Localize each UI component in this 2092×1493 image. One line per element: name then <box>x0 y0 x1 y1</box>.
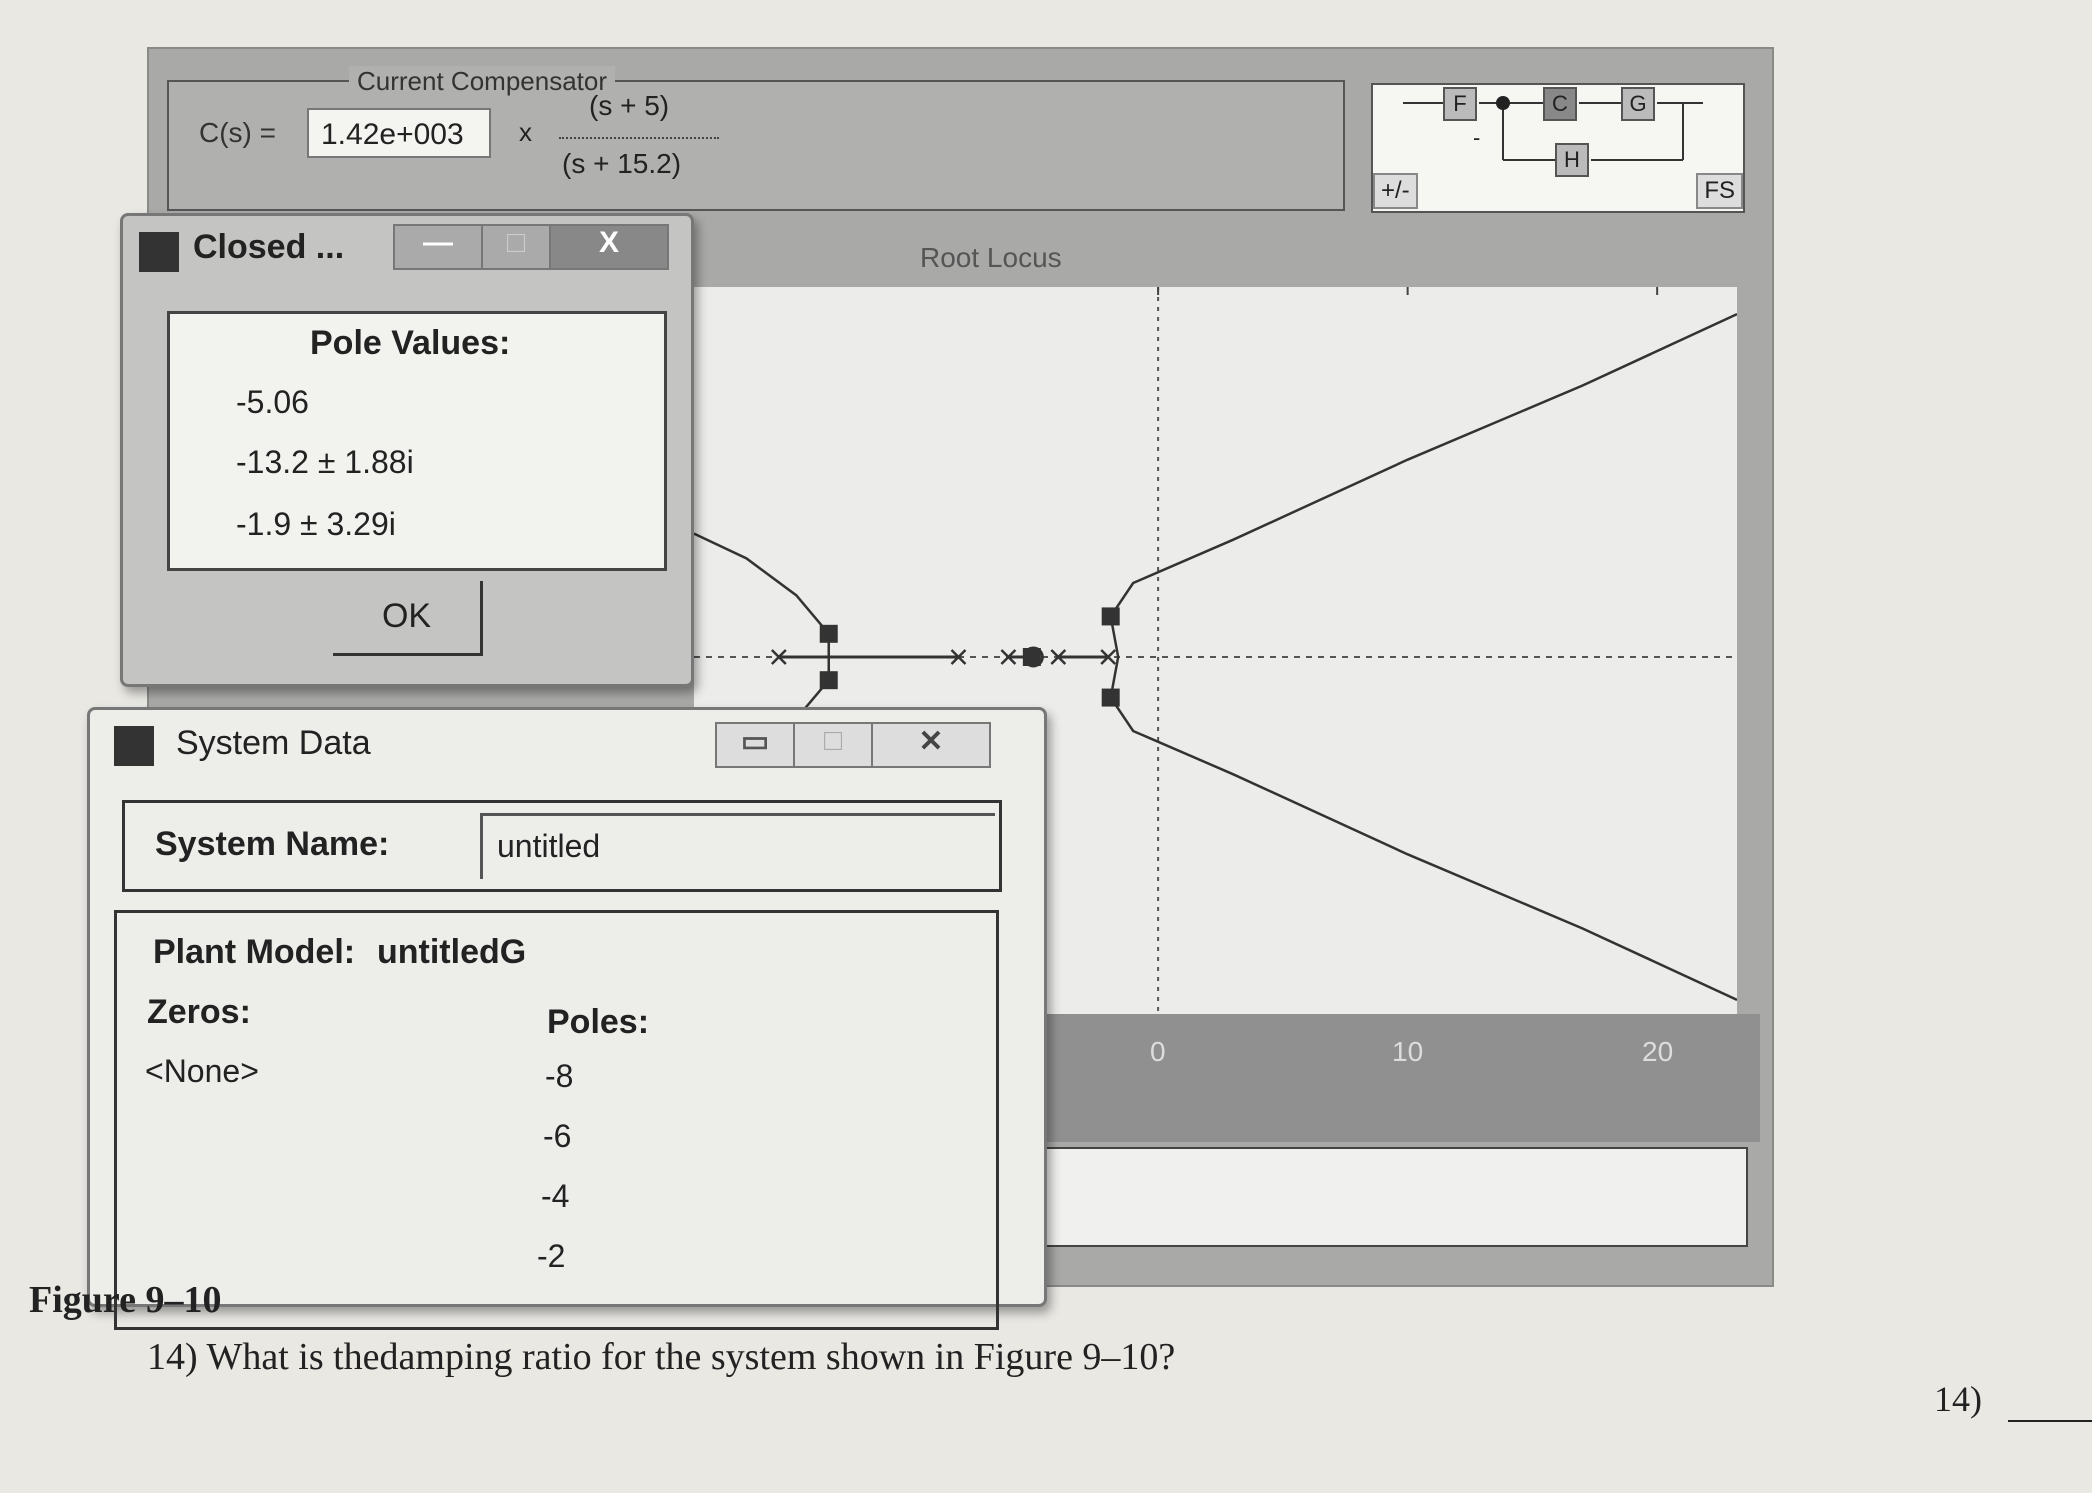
question-text: 14) What is thedamping ratio for the sys… <box>147 1336 1176 1378</box>
system-name-input[interactable]: untitled <box>480 813 995 879</box>
plant-model-value: untitledG <box>377 933 527 971</box>
locus-branch <box>1109 656 1737 1002</box>
block-g[interactable]: G <box>1621 87 1655 121</box>
figure-caption: Figure 9–10 <box>29 1279 222 1321</box>
cs-label: C(s) = <box>199 117 276 148</box>
pole-value: -1.9 ± 3.29i <box>236 506 396 542</box>
closed-loop-pole-marker <box>1022 648 1041 666</box>
closed-loop-pole-marker <box>1101 688 1120 707</box>
current-compensator-panel: Current Compensator C(s) = 1.42e+003 x (… <box>167 66 1345 211</box>
poles-label: Poles: <box>547 1003 650 1041</box>
pole-value: -2 <box>537 1238 566 1274</box>
dialog-title: System Data <box>176 724 371 762</box>
matlab-icon <box>114 726 154 766</box>
pole-value: -8 <box>545 1058 574 1094</box>
zero-value: <None> <box>145 1053 259 1089</box>
minimize-button[interactable]: ▭ <box>715 722 795 768</box>
plot-title: Root Locus <box>920 242 1062 273</box>
open-loop-pole-marker <box>770 649 787 665</box>
system-name-row: System Name: untitled <box>122 800 1002 892</box>
answer-blank[interactable] <box>2008 1420 2092 1422</box>
ok-button[interactable]: OK <box>333 581 483 656</box>
close-button[interactable]: X <box>549 224 669 270</box>
x-tick-label: 20 <box>1642 1036 1674 1067</box>
system-name-label: System Name: <box>155 825 390 863</box>
plant-model-panel: Plant Model: untitledG Zeros: Poles: <No… <box>114 910 999 1330</box>
diagram-wires <box>1403 96 1703 161</box>
numerator[interactable]: (s + 5) <box>589 90 670 121</box>
dialog-title: Closed ... <box>193 228 345 266</box>
answer-number: 14) <box>1934 1379 1982 1419</box>
fs-button[interactable]: FS <box>1696 173 1743 209</box>
maximize-button[interactable]: □ <box>793 722 873 768</box>
close-button[interactable]: ✕ <box>871 722 991 768</box>
block-f[interactable]: F <box>1443 87 1477 121</box>
pole-value: -5.06 <box>236 384 309 420</box>
block-diagram: F C G H - +/- FS <box>1371 83 1745 213</box>
open-loop-pole-marker <box>1050 649 1067 665</box>
pole-value: -13.2 ± 1.88i <box>236 444 414 480</box>
pole-values-panel: Pole Values: -5.06 -13.2 ± 1.88i -1.9 ± … <box>167 311 667 571</box>
pole-value: -4 <box>541 1178 570 1214</box>
pole-values-heading: Pole Values: <box>310 324 511 362</box>
status-box <box>1000 1147 1748 1247</box>
block-h[interactable]: H <box>1555 143 1589 177</box>
open-loop-pole-marker <box>1000 649 1017 665</box>
plot-bottom-strip <box>1000 1014 1760 1142</box>
zeros-label: Zeros: <box>147 993 251 1031</box>
compensator-legend: Current Compensator <box>349 66 615 97</box>
closed-loop-pole-marker <box>819 624 838 643</box>
x-tick-label: 0 <box>1150 1036 1166 1067</box>
times-sign: x <box>519 117 532 147</box>
minus-sign: - <box>1473 125 1481 150</box>
fraction-bar <box>559 137 719 139</box>
maximize-button[interactable]: □ <box>481 224 551 270</box>
system-data-dialog: System Data ▭ □ ✕ System Name: untitled … <box>87 707 1047 1330</box>
closed-loop-poles-dialog: Closed ... — □ X Pole Values: -5.06 -13.… <box>120 213 694 687</box>
open-loop-pole-marker <box>950 649 967 665</box>
locus-branch <box>1109 312 1737 658</box>
matlab-icon <box>139 232 179 272</box>
x-tick-label: 10 <box>1392 1036 1424 1067</box>
gain-input[interactable]: 1.42e+003 <box>307 108 491 158</box>
plant-model-label: Plant Model: <box>153 933 356 971</box>
locus-branch <box>694 532 830 657</box>
sign-toggle-button[interactable]: +/- <box>1373 173 1418 209</box>
closed-loop-pole-marker <box>819 671 838 690</box>
pole-value: -6 <box>543 1118 572 1154</box>
open-loop-pole-marker <box>1100 649 1117 665</box>
block-c[interactable]: C <box>1543 87 1577 121</box>
closed-loop-pole-marker <box>1101 607 1120 626</box>
minimize-button[interactable]: — <box>393 224 483 270</box>
denominator[interactable]: (s + 15.2) <box>562 148 682 179</box>
